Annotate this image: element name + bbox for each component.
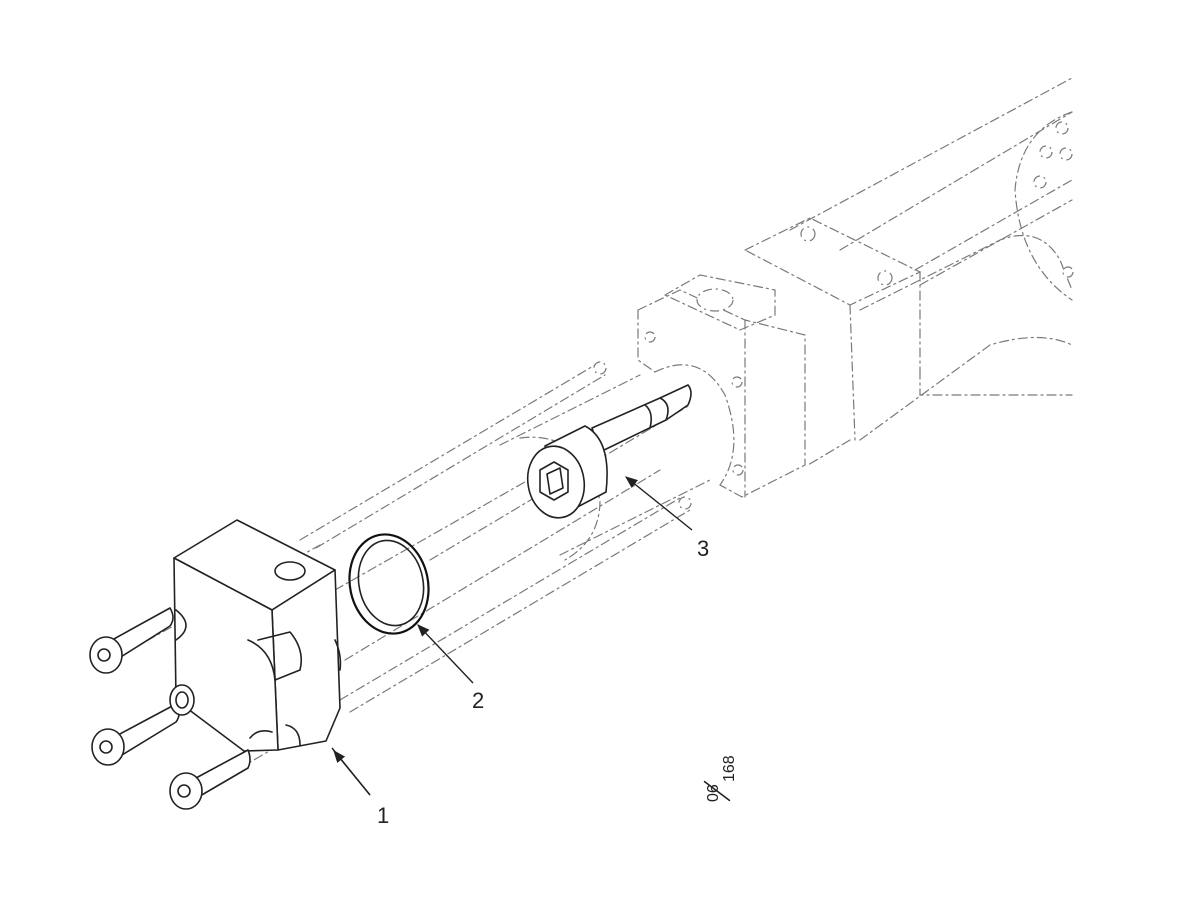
phantom-arm [789, 77, 1074, 441]
cap-screws [89, 607, 251, 810]
cap-screw-middle [91, 703, 180, 766]
reference-slash [703, 780, 731, 802]
cap-screw-top [89, 607, 174, 674]
reference-top: 06 [705, 784, 722, 802]
callout-2: 2 [472, 688, 484, 713]
spacer-washer [169, 684, 195, 716]
callout-3: 3 [697, 536, 709, 561]
hex-socket-screw [526, 384, 692, 519]
o-ring-seal [348, 533, 430, 635]
reference-bottom: 168 [721, 755, 738, 782]
drawing-reference: 06 168 [705, 755, 738, 802]
cap-screw-bottom [169, 749, 251, 810]
callout-1: 1 [377, 803, 389, 828]
phantom-housing-block [637, 217, 922, 498]
callout-leaders [331, 476, 693, 796]
clamp-block [173, 519, 342, 752]
